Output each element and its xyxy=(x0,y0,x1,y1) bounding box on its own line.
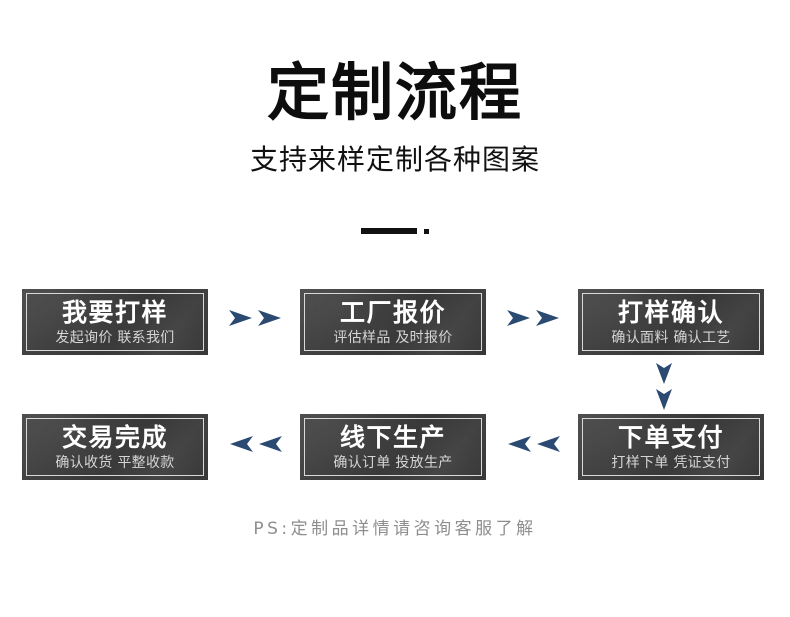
flow-step-6-inner: 交易完成 确认收货 平整收款 xyxy=(26,418,204,476)
flow-step-4-inner: 下单支付 打样下单 凭证支付 xyxy=(582,418,760,476)
flow-step-4-title: 下单支付 xyxy=(617,422,724,452)
flow-step-6-subtitle: 确认收货 平整收款 xyxy=(55,454,175,471)
connector-step5-step6 xyxy=(228,433,283,455)
flow-step-5[interactable]: 线下生产 确认订单 投放生产 xyxy=(300,414,486,480)
double-chevron-left-icon xyxy=(537,436,560,452)
divider-dot-icon xyxy=(424,228,429,234)
flow-step-6-title: 交易完成 xyxy=(61,422,168,452)
page-title: 定制流程 xyxy=(266,56,523,129)
double-chevron-left-icon xyxy=(259,436,282,452)
flow-step-4[interactable]: 下单支付 打样下单 凭证支付 xyxy=(578,414,764,480)
section-divider xyxy=(0,224,790,238)
double-chevron-left-icon xyxy=(508,436,531,452)
header: 定制流程 支持来样定制各种图案 xyxy=(0,0,790,174)
double-chevron-left-icon xyxy=(230,436,253,452)
page-subtitle: 支持来样定制各种图案 xyxy=(249,143,540,176)
flow-step-2-inner: 工厂报价 评估样品 及时报价 xyxy=(304,293,482,351)
flow-step-5-inner: 线下生产 确认订单 投放生产 xyxy=(304,418,482,476)
flow-step-1-subtitle: 发起询价 联系我们 xyxy=(55,329,175,346)
flow-step-1[interactable]: 我要打样 发起询价 联系我们 xyxy=(22,289,208,355)
flow-step-2[interactable]: 工厂报价 评估样品 及时报价 xyxy=(300,289,486,355)
connector-step2-step3 xyxy=(506,307,561,329)
flow-step-3-title: 打样确认 xyxy=(617,297,724,327)
double-chevron-right-icon xyxy=(536,310,559,326)
double-chevron-down-icon xyxy=(656,389,672,410)
connector-step4-step5 xyxy=(506,433,561,455)
divider-bar-icon xyxy=(361,228,417,234)
flow-step-1-title: 我要打样 xyxy=(61,297,168,327)
flow-step-5-title: 线下生产 xyxy=(339,422,446,452)
double-chevron-right-icon xyxy=(229,310,252,326)
flow-step-3-subtitle: 确认面料 确认工艺 xyxy=(611,329,731,346)
connector-step1-step2 xyxy=(228,307,283,329)
double-chevron-right-icon xyxy=(258,310,281,326)
double-chevron-down-icon xyxy=(656,363,672,384)
double-chevron-right-icon xyxy=(507,310,530,326)
flow-step-5-subtitle: 确认订单 投放生产 xyxy=(333,454,453,471)
flow-step-3-inner: 打样确认 确认面料 确认工艺 xyxy=(582,293,760,351)
flow-step-2-title: 工厂报价 xyxy=(339,297,446,327)
flow-step-2-subtitle: 评估样品 及时报价 xyxy=(333,329,453,346)
flow-step-1-inner: 我要打样 发起询价 联系我们 xyxy=(26,293,204,351)
flow-step-4-subtitle: 打样下单 凭证支付 xyxy=(611,454,731,471)
flow-step-3[interactable]: 打样确认 确认面料 确认工艺 xyxy=(578,289,764,355)
flow-step-6[interactable]: 交易完成 确认收货 平整收款 xyxy=(22,414,208,480)
footer-note: PS:定制品详情请咨询客服了解 xyxy=(253,519,537,539)
connector-step3-step4 xyxy=(653,362,675,412)
